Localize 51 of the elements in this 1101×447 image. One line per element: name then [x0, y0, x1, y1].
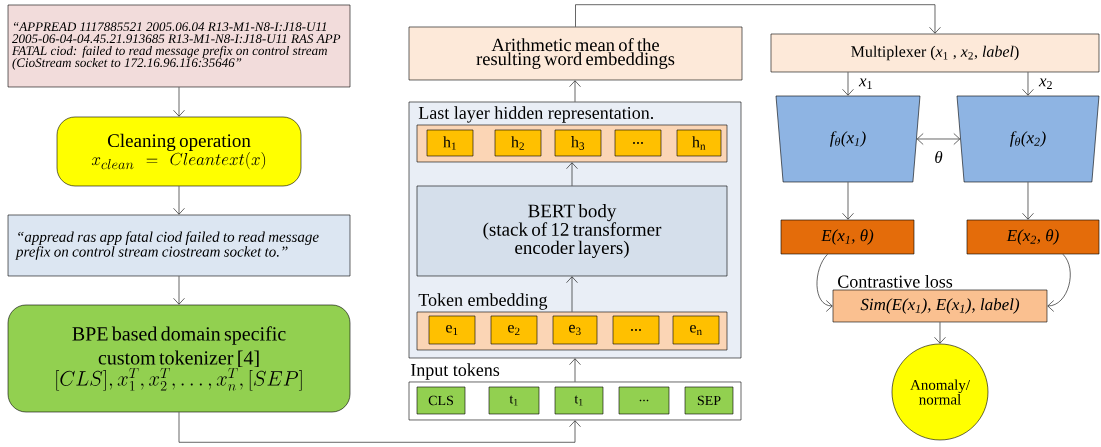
- arrow: [1047, 254, 1071, 312]
- arrow: [178, 411, 581, 443]
- edge-label: x$_{1}$: [858, 78, 872, 89]
- output-box: Arithmetic mean of the resulting word embeddings: [408, 26, 743, 81]
- vector-cell: e$_{3}$: [552, 315, 598, 345]
- arrow: [566, 276, 578, 312]
- vector-cell: h$_{3}$: [554, 129, 602, 157]
- text-box: “appread ras app fatal ciod failed to read message prefix on control stream ciostream socket to.”: [7, 214, 351, 277]
- vector-cell: ...: [612, 315, 660, 345]
- token-cell: t$_{1}$: [554, 386, 604, 415]
- vector-cell: h$_{2}$: [494, 129, 542, 157]
- edge-label: θ: [935, 150, 943, 163]
- arrow: [173, 186, 185, 215]
- process-box: BPE based domain specific custom tokenizer [4] $[CLS],x_{1}^{T},x_{2}^{T},\ldots,x_{n}^{T},[SEP]$: [7, 304, 351, 413]
- vector-cell: e$_{n}$: [672, 315, 720, 345]
- arrow: [173, 276, 185, 305]
- token-cell: ...: [618, 386, 670, 415]
- arrow: [1022, 182, 1034, 220]
- arrow: [1022, 72, 1034, 96]
- arrow: [569, 80, 581, 102]
- arrow: [934, 322, 946, 344]
- arrow: [842, 72, 854, 96]
- vector-cell: h$_{1}$: [426, 129, 474, 157]
- row-heading: Token embedding: [418, 293, 548, 310]
- embedding-box: E(x$_{2}$, θ): [966, 219, 1100, 255]
- vector-cell: ...: [614, 129, 662, 157]
- vector-cell: e$_{1}$: [428, 315, 476, 345]
- network-trapezoid: f$_{θ}$(x$_{2}$): [956, 95, 1100, 183]
- loss-box: Sim(E(x$_{1}$), E(x$_{1}$), label): [832, 289, 1048, 323]
- arrow: [566, 162, 578, 186]
- token-cell: t$_{1}$: [488, 386, 540, 415]
- token-cell: SEP: [684, 386, 734, 415]
- arrow: [916, 133, 961, 145]
- arrow: [842, 182, 854, 220]
- arrow: [569, 358, 581, 382]
- arrow: [575, 4, 941, 34]
- vector-cell: e$_{2}$: [490, 315, 538, 345]
- row-heading: Input tokens: [410, 363, 500, 380]
- multiplexer-box: Multiplexer (x$_{1}$ , x$_{2}$, label): [770, 33, 1100, 73]
- arrow: [816, 254, 833, 312]
- embedding-box: E(x$_{1}$, θ): [780, 219, 915, 255]
- edge-label: x$_{2}$: [1038, 78, 1052, 89]
- row-heading: Contrastive loss: [838, 275, 953, 288]
- row-heading: Last layer hidden representation.: [418, 106, 654, 123]
- log-message-box: “APPREAD 1117885521 2005.06.04 R13-M1-N8-I:J18-U11 2005-06-04-04.45.21.913685 R13-M1-N8-I:J18-U11 RAS APP FATAL ciod: failed to read message prefix on control stream (CioStream socket to 172.16.96.116:35646”: [7, 4, 351, 88]
- network-trapezoid: f$_{θ}$(x$_{1}$): [775, 95, 921, 183]
- vector-cell: h$_{n}$: [676, 129, 722, 157]
- process-box: Cleaning operation $x_{clean} = Cleantext(x)$: [56, 116, 302, 187]
- token-cell: CLS: [416, 386, 466, 415]
- encoder-box: BERT body (stack of 12 transformer encoder layers): [416, 185, 728, 277]
- arrow: [173, 87, 185, 117]
